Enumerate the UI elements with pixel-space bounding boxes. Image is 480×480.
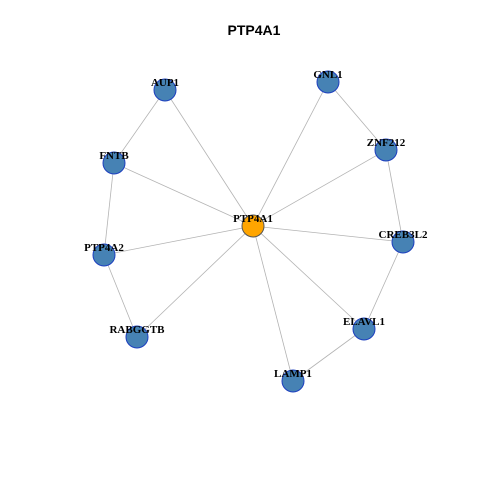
edge-ptp4a1-znf212 [252,149,387,227]
edge-ptp4a1-aup1 [164,89,254,227]
edge-ptp4a1-gnl1 [252,81,329,227]
edge-ptp4a1-ptp4a2 [103,225,254,256]
node-label-creb3l2: CREB3L2 [379,229,428,241]
node-lamp1[interactable] [281,369,305,393]
edge-ptp4a1-lamp1 [252,225,294,382]
edge-znf212-creb3l2 [385,149,404,243]
node-elavl1[interactable] [352,317,376,341]
diagram-title: PTP4A1 [228,22,281,38]
node-layer [92,70,415,393]
node-znf212[interactable] [374,138,398,162]
node-ptp4a1[interactable] [241,214,265,238]
node-aup1[interactable] [153,78,177,102]
node-gnl1[interactable] [316,70,340,94]
edge-ptp4a1-rabggtb [136,225,254,338]
edge-ptp4a2-rabggtb [103,254,138,338]
edge-creb3l2-elavl1 [363,241,404,330]
node-ptp4a2[interactable] [92,243,116,267]
node-label-rabggtb: RABGGTB [109,324,165,336]
edge-ptp4a1-elavl1 [252,225,365,330]
edge-elavl1-lamp1 [292,328,365,382]
edge-aup1-fntb [113,89,166,164]
node-label-fntb: FNTB [99,150,129,162]
node-fntb[interactable] [102,151,126,175]
edge-gnl1-znf212 [327,81,387,151]
node-creb3l2[interactable] [391,230,415,254]
node-label-lamp1: LAMP1 [274,368,312,380]
node-label-aup1: AUP1 [151,77,179,89]
edge-layer [103,81,404,382]
node-label-elavl1: ELAVL1 [343,316,385,328]
node-label-gnl1: GNL1 [313,69,342,81]
node-rabggtb[interactable] [125,325,149,349]
edge-ptp4a1-fntb [113,162,254,227]
edge-ptp4a1-creb3l2 [252,225,404,243]
node-label-ptp4a1: PTP4A1 [233,213,273,225]
edge-fntb-ptp4a2 [103,162,115,256]
node-label-znf212: ZNF212 [367,137,406,149]
node-label-ptp4a2: PTP4A2 [84,242,124,254]
